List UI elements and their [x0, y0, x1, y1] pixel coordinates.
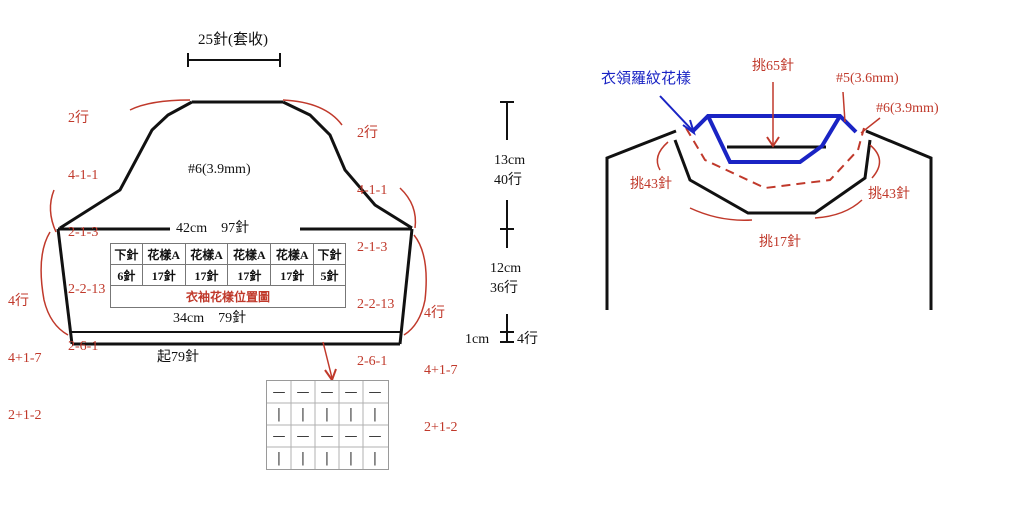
chart-cell: | [372, 406, 378, 422]
sleeve-body-left-edge [56, 228, 74, 345]
placement-header-cell: 花樣A [227, 243, 272, 265]
sleeve-annotation-curves [40, 99, 427, 383]
stitch-symbol-chart: — — — — — | | | | | — — — — — | | | | | [266, 380, 389, 470]
sleeve-lower-width-label: 34cm 79針 [173, 311, 247, 326]
placement-header-row: 下針 花樣A 花樣A 花樣A 花樣A 下針 [110, 243, 346, 265]
collar-body-outline [605, 129, 933, 310]
collar-pickup-right: 挑43針 [868, 187, 910, 202]
placement-caption-row: 衣袖花樣位置圖 [110, 285, 346, 308]
chart-cell: | [300, 450, 306, 466]
right-increase-notes: 4行 4+1-7 2+1-2 [424, 266, 458, 456]
chart-cell: — [368, 384, 382, 400]
collar-pickup-top: 挑65針 [752, 59, 794, 74]
left-decrease-step-4: 2-6-1 [68, 339, 99, 354]
chart-cell: | [372, 450, 378, 466]
chart-cell: | [276, 450, 282, 466]
chart-cell: — [296, 428, 310, 444]
chart-cell: | [300, 406, 306, 422]
cap-height-cm: 13cm [494, 153, 526, 168]
left-increase-rows: 4行 [8, 294, 29, 309]
collar-dashed-edge [685, 127, 865, 190]
left-increase-notes: 4行 4+1-7 2+1-2 [8, 254, 42, 444]
collar-rib-band [690, 114, 858, 164]
sleeve-needle-label: #6(3.9mm) [188, 162, 251, 177]
sleeve-cap-right-edge [282, 100, 413, 230]
collar-needle-5: #5(3.6mm) [836, 71, 899, 86]
chart-cell: — [296, 384, 310, 400]
collar-pickup-left: 挑43針 [630, 177, 672, 192]
hem-height-rows: 4行 [517, 332, 538, 347]
right-decrease-step-3: 2-2-13 [357, 297, 395, 312]
chart-cell: | [324, 450, 330, 466]
collar-annotation-arrows [656, 82, 881, 221]
chart-cell: — [344, 384, 358, 400]
chart-cell: — [320, 428, 334, 444]
right-increase-step-1: 4+1-7 [424, 363, 458, 378]
collar-pickup-bottom: 挑17針 [759, 235, 801, 250]
placement-header-cell: 花樣A [141, 243, 186, 265]
height-ruler [500, 101, 514, 343]
right-decrease-step-1: 4-1-1 [357, 183, 388, 198]
right-decrease-rows: 2行 [357, 126, 378, 141]
right-decrease-step-2: 2-1-3 [357, 240, 388, 255]
left-decrease-step-1: 4-1-1 [68, 168, 99, 183]
body-height-cm: 12cm [490, 261, 522, 276]
right-increase-rows: 4行 [424, 306, 445, 321]
body-height-rows: 36行 [490, 281, 518, 296]
cast-on-label: 起79針 [157, 350, 199, 365]
right-decrease-notes: 2行 4-1-1 2-1-3 2-2-13 2-6-1 [357, 86, 394, 390]
placement-count-cell: 6針 [110, 264, 143, 286]
sleeve-upper-width-label: 42cm 97針 [176, 221, 250, 236]
cap-top-label: 25針(套收) [198, 32, 268, 48]
placement-header-cell: 花樣A [184, 243, 229, 265]
neckline-edge [673, 139, 872, 215]
placement-count-cell: 17針 [270, 264, 315, 286]
chart-cell: | [348, 406, 354, 422]
pattern-placement-table: 下針 花樣A 花樣A 花樣A 花樣A 下針 6針 17針 17針 17針 17針… [110, 243, 346, 308]
collar-needle-6: #6(3.9mm) [876, 101, 939, 116]
placement-header-cell: 花樣A [270, 243, 315, 265]
chart-cell: — [320, 384, 334, 400]
placement-count-cell: 17針 [141, 264, 186, 286]
left-decrease-notes: 2行 4-1-1 2-1-3 2-2-13 2-6-1 [68, 71, 105, 375]
sleeve-outline [56, 100, 414, 346]
left-decrease-step-3: 2-2-13 [68, 282, 106, 297]
chart-cell: | [324, 406, 330, 422]
sleeve-body-right-edge [398, 228, 414, 345]
hem-height-cm: 1cm [465, 332, 490, 347]
cap-height-rows: 40行 [494, 173, 522, 188]
stitch-chart-grid [267, 381, 388, 469]
pattern-pointer-arrow [322, 341, 333, 379]
chart-cell: | [348, 450, 354, 466]
left-increase-step-2: 2+1-2 [8, 408, 42, 423]
right-decrease-step-4: 2-6-1 [357, 354, 388, 369]
placement-count-cell: 17針 [184, 264, 229, 286]
left-increase-step-1: 4+1-7 [8, 351, 42, 366]
placement-count-cell: 17針 [227, 264, 272, 286]
sleeve-cap-left-edge [59, 100, 193, 230]
chart-cell: — [344, 428, 358, 444]
collar-rib-label: 衣領羅紋花樣 [601, 71, 692, 87]
right-increase-step-2: 2+1-2 [424, 420, 458, 435]
chart-cell: — [272, 428, 286, 444]
chart-cell: — [368, 428, 382, 444]
cap-width-bracket [187, 53, 281, 67]
placement-count-row: 6針 17針 17針 17針 17針 5針 [110, 264, 346, 286]
placement-caption: 衣袖花樣位置圖 [110, 285, 346, 308]
placement-header-cell: 下針 [110, 243, 143, 265]
placement-count-cell: 5針 [313, 264, 346, 286]
left-decrease-step-2: 2-1-3 [68, 225, 99, 240]
chart-cell: | [276, 406, 282, 422]
chart-cell: — [272, 384, 286, 400]
placement-header-cell: 下針 [313, 243, 346, 265]
collar-rib-pointer [659, 95, 696, 136]
left-decrease-rows: 2行 [68, 111, 89, 126]
